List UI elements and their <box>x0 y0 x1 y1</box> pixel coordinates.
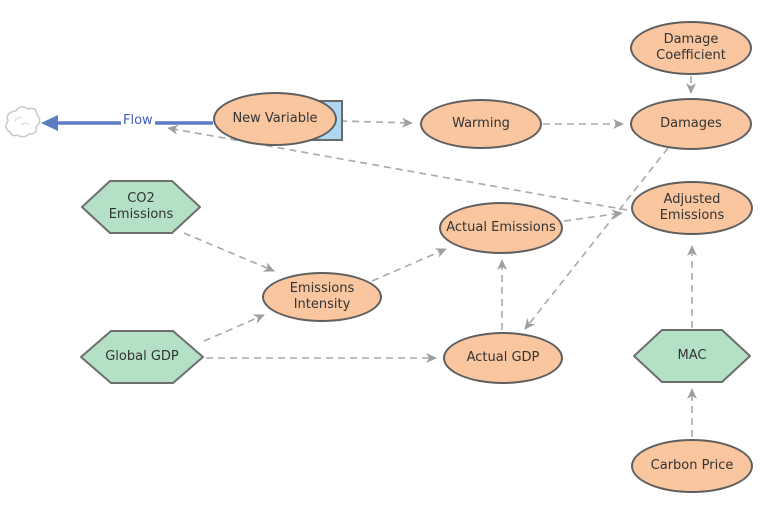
node-new-variable[interactable]: New Variable <box>213 92 337 146</box>
node-co2-emissions-shape[interactable] <box>81 180 201 234</box>
link-actual-emissions-adjusted-emissions[interactable] <box>563 209 623 222</box>
node-label: Global GDP <box>105 349 179 364</box>
node-label: Emissions <box>659 208 725 223</box>
link-new-variable-warming[interactable] <box>339 117 413 128</box>
node-label: Carbon Price <box>650 458 734 473</box>
node-label: Warming <box>452 116 510 131</box>
node-label: Emissions <box>289 281 355 296</box>
node-actual-emissions[interactable]: Actual Emissions <box>439 202 563 254</box>
flow-label[interactable]: Flow <box>121 113 155 128</box>
node-emissions-intensity[interactable]: Emissions Intensity <box>262 272 382 322</box>
node-mac-shape[interactable] <box>633 329 751 383</box>
node-label: New Variable <box>232 111 318 126</box>
node-label: MAC <box>677 348 707 363</box>
node-warming[interactable]: Warming <box>420 99 542 149</box>
node-actual-gdp[interactable]: Actual GDP <box>443 332 563 384</box>
node-global-gdp[interactable]: Global GDP <box>81 331 203 383</box>
link-emissions-intensity-actual-emissions[interactable] <box>371 248 447 282</box>
node-label: Damage <box>663 32 719 47</box>
node-label: CO2 <box>127 191 155 206</box>
node-damage-coefficient[interactable]: Damage Coefficient <box>630 21 752 75</box>
node-label: Damages <box>660 116 722 131</box>
node-label: Actual Emissions <box>446 220 556 235</box>
node-carbon-price[interactable]: Carbon Price <box>631 439 753 493</box>
cloud-icon[interactable] <box>5 106 41 138</box>
link-global-gdp-emissions-intensity[interactable] <box>203 314 265 342</box>
node-mac[interactable]: MAC <box>634 330 750 382</box>
node-label: Coefficient <box>656 48 726 63</box>
node-global-gdp-shape[interactable] <box>80 330 204 384</box>
node-adjusted-emissions[interactable]: Adjusted Emissions <box>631 181 753 235</box>
node-label: Adjusted <box>663 192 721 207</box>
link-co2-emissions-emissions-intensity[interactable] <box>183 232 275 272</box>
node-label: Intensity <box>293 297 351 312</box>
link-damages-actual-gdp[interactable] <box>524 147 669 330</box>
node-label: Emissions <box>108 207 174 222</box>
node-label: Actual GDP <box>466 350 540 365</box>
node-co2-emissions[interactable]: CO2 Emissions <box>82 181 200 233</box>
node-damages[interactable]: Damages <box>630 98 752 150</box>
